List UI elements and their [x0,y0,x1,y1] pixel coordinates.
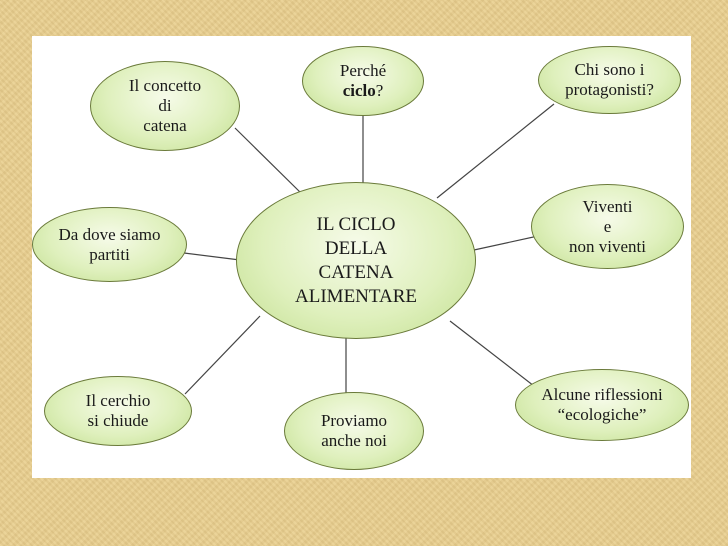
connector-partiti [183,252,241,261]
node-protagonisti: Chi sono i protagonisti? [538,46,681,114]
node-perche-bold-word: ciclo [342,81,376,100]
node-cerchio-chiude: Il cerchio si chiude [44,376,192,446]
center-line-1: IL CICLO [316,213,396,235]
node-proviamo-line-2: anche noi [321,431,387,450]
node-concetto-line-2: di [158,96,172,115]
node-perche-question-mark: ? [375,81,384,100]
node-viventi-non-viventi: Viventi e non viventi [531,184,684,269]
node-cerchio-line-2: si chiude [87,411,149,430]
center-line-3: CATENA [318,261,394,283]
node-viventi-line-2: e [603,216,612,236]
connector-protagonisti [436,103,555,199]
connector-concetto [234,127,305,197]
node-viventi-line-1: Viventi [582,196,633,216]
connector-riflessioni [449,320,535,387]
node-concetto-line-1: Il concetto [128,76,202,95]
node-concetto-catena: Il concetto di catena [90,61,240,151]
node-perche-line-2: ciclo? [343,81,384,101]
node-concetto-line-3: catena [143,116,187,135]
node-partiti-line-1: Da dove siamo [58,224,161,244]
node-proviamo-line-1: Proviamo [320,411,388,430]
node-perche-line-1: Perché [339,61,387,80]
node-partiti: Da dove siamo partiti [32,207,187,282]
node-riflessioni-line-1: Alcune riflessioni [541,385,663,404]
node-protagonisti-line-1: Chi sono i [574,60,645,79]
node-riflessioni-ecologiche: Alcune riflessioni “ecologiche” [515,369,689,441]
node-perche-ciclo: Perché ciclo? [302,46,424,116]
node-proviamo: Proviamo anche noi [284,392,424,470]
connector-viventi [473,235,539,251]
node-viventi-line-3: non viventi [569,236,646,256]
node-cerchio-line-1: Il cerchio [85,391,151,410]
center-line-2: DELLA [324,237,388,259]
node-protagonisti-line-2: protagonisti? [565,80,654,99]
center-line-4: ALIMENTARE [295,285,417,307]
node-riflessioni-line-2: “ecologiche” [557,405,647,424]
connector-cerchio [184,315,261,395]
center-node-ciclo-catena-alimentare: IL CICLO DELLA CATENA ALIMENTARE [236,182,476,339]
node-partiti-line-2: partiti [89,244,130,264]
slide-canvas: IL CICLO DELLA CATENA ALIMENTARE Il conc… [32,36,691,478]
connector-lines [183,103,555,396]
